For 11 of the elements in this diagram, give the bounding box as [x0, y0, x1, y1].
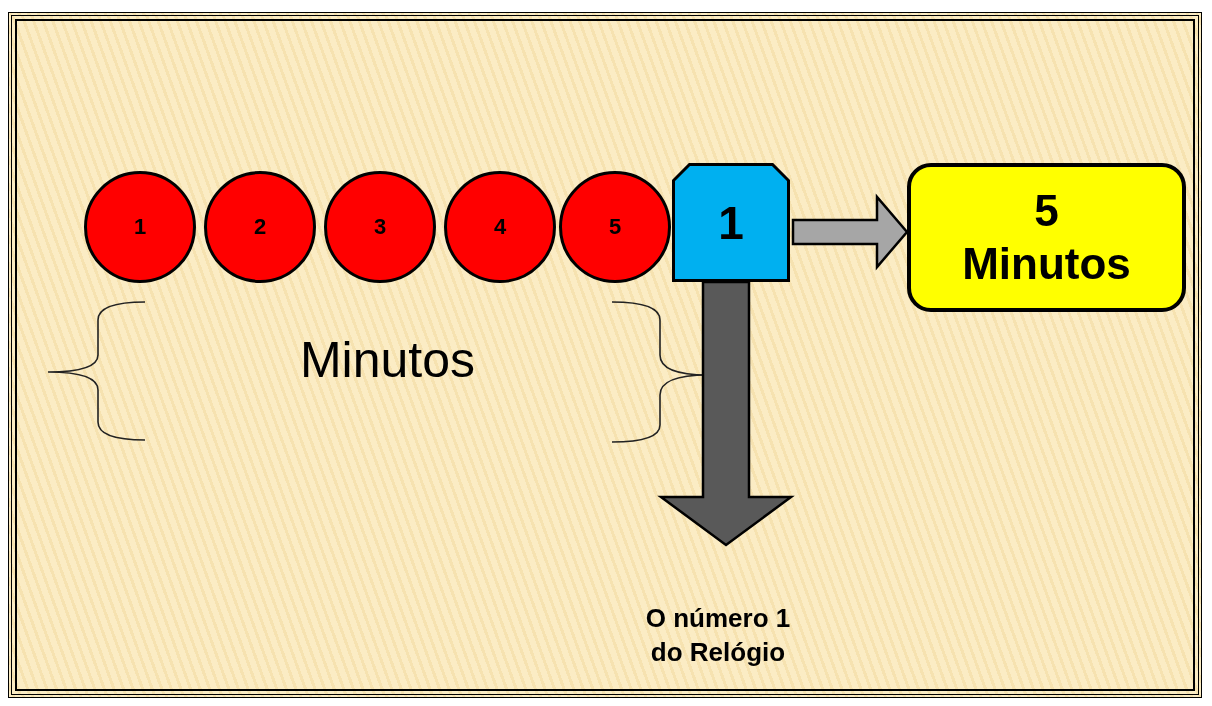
number-circle: 3: [324, 171, 436, 283]
number-circle: 5: [559, 171, 671, 283]
result-box: 5 Minutos: [907, 163, 1186, 312]
clock-number-box: 1: [672, 163, 790, 282]
number-circle: 1: [84, 171, 196, 283]
number-circle: 2: [204, 171, 316, 283]
block-arrow: [791, 193, 909, 271]
block-arrow: [657, 280, 795, 547]
brace-label: Minutos: [298, 331, 477, 390]
caption-text: O número 1 do Relógio: [630, 545, 806, 670]
number-circle: 4: [444, 171, 556, 283]
